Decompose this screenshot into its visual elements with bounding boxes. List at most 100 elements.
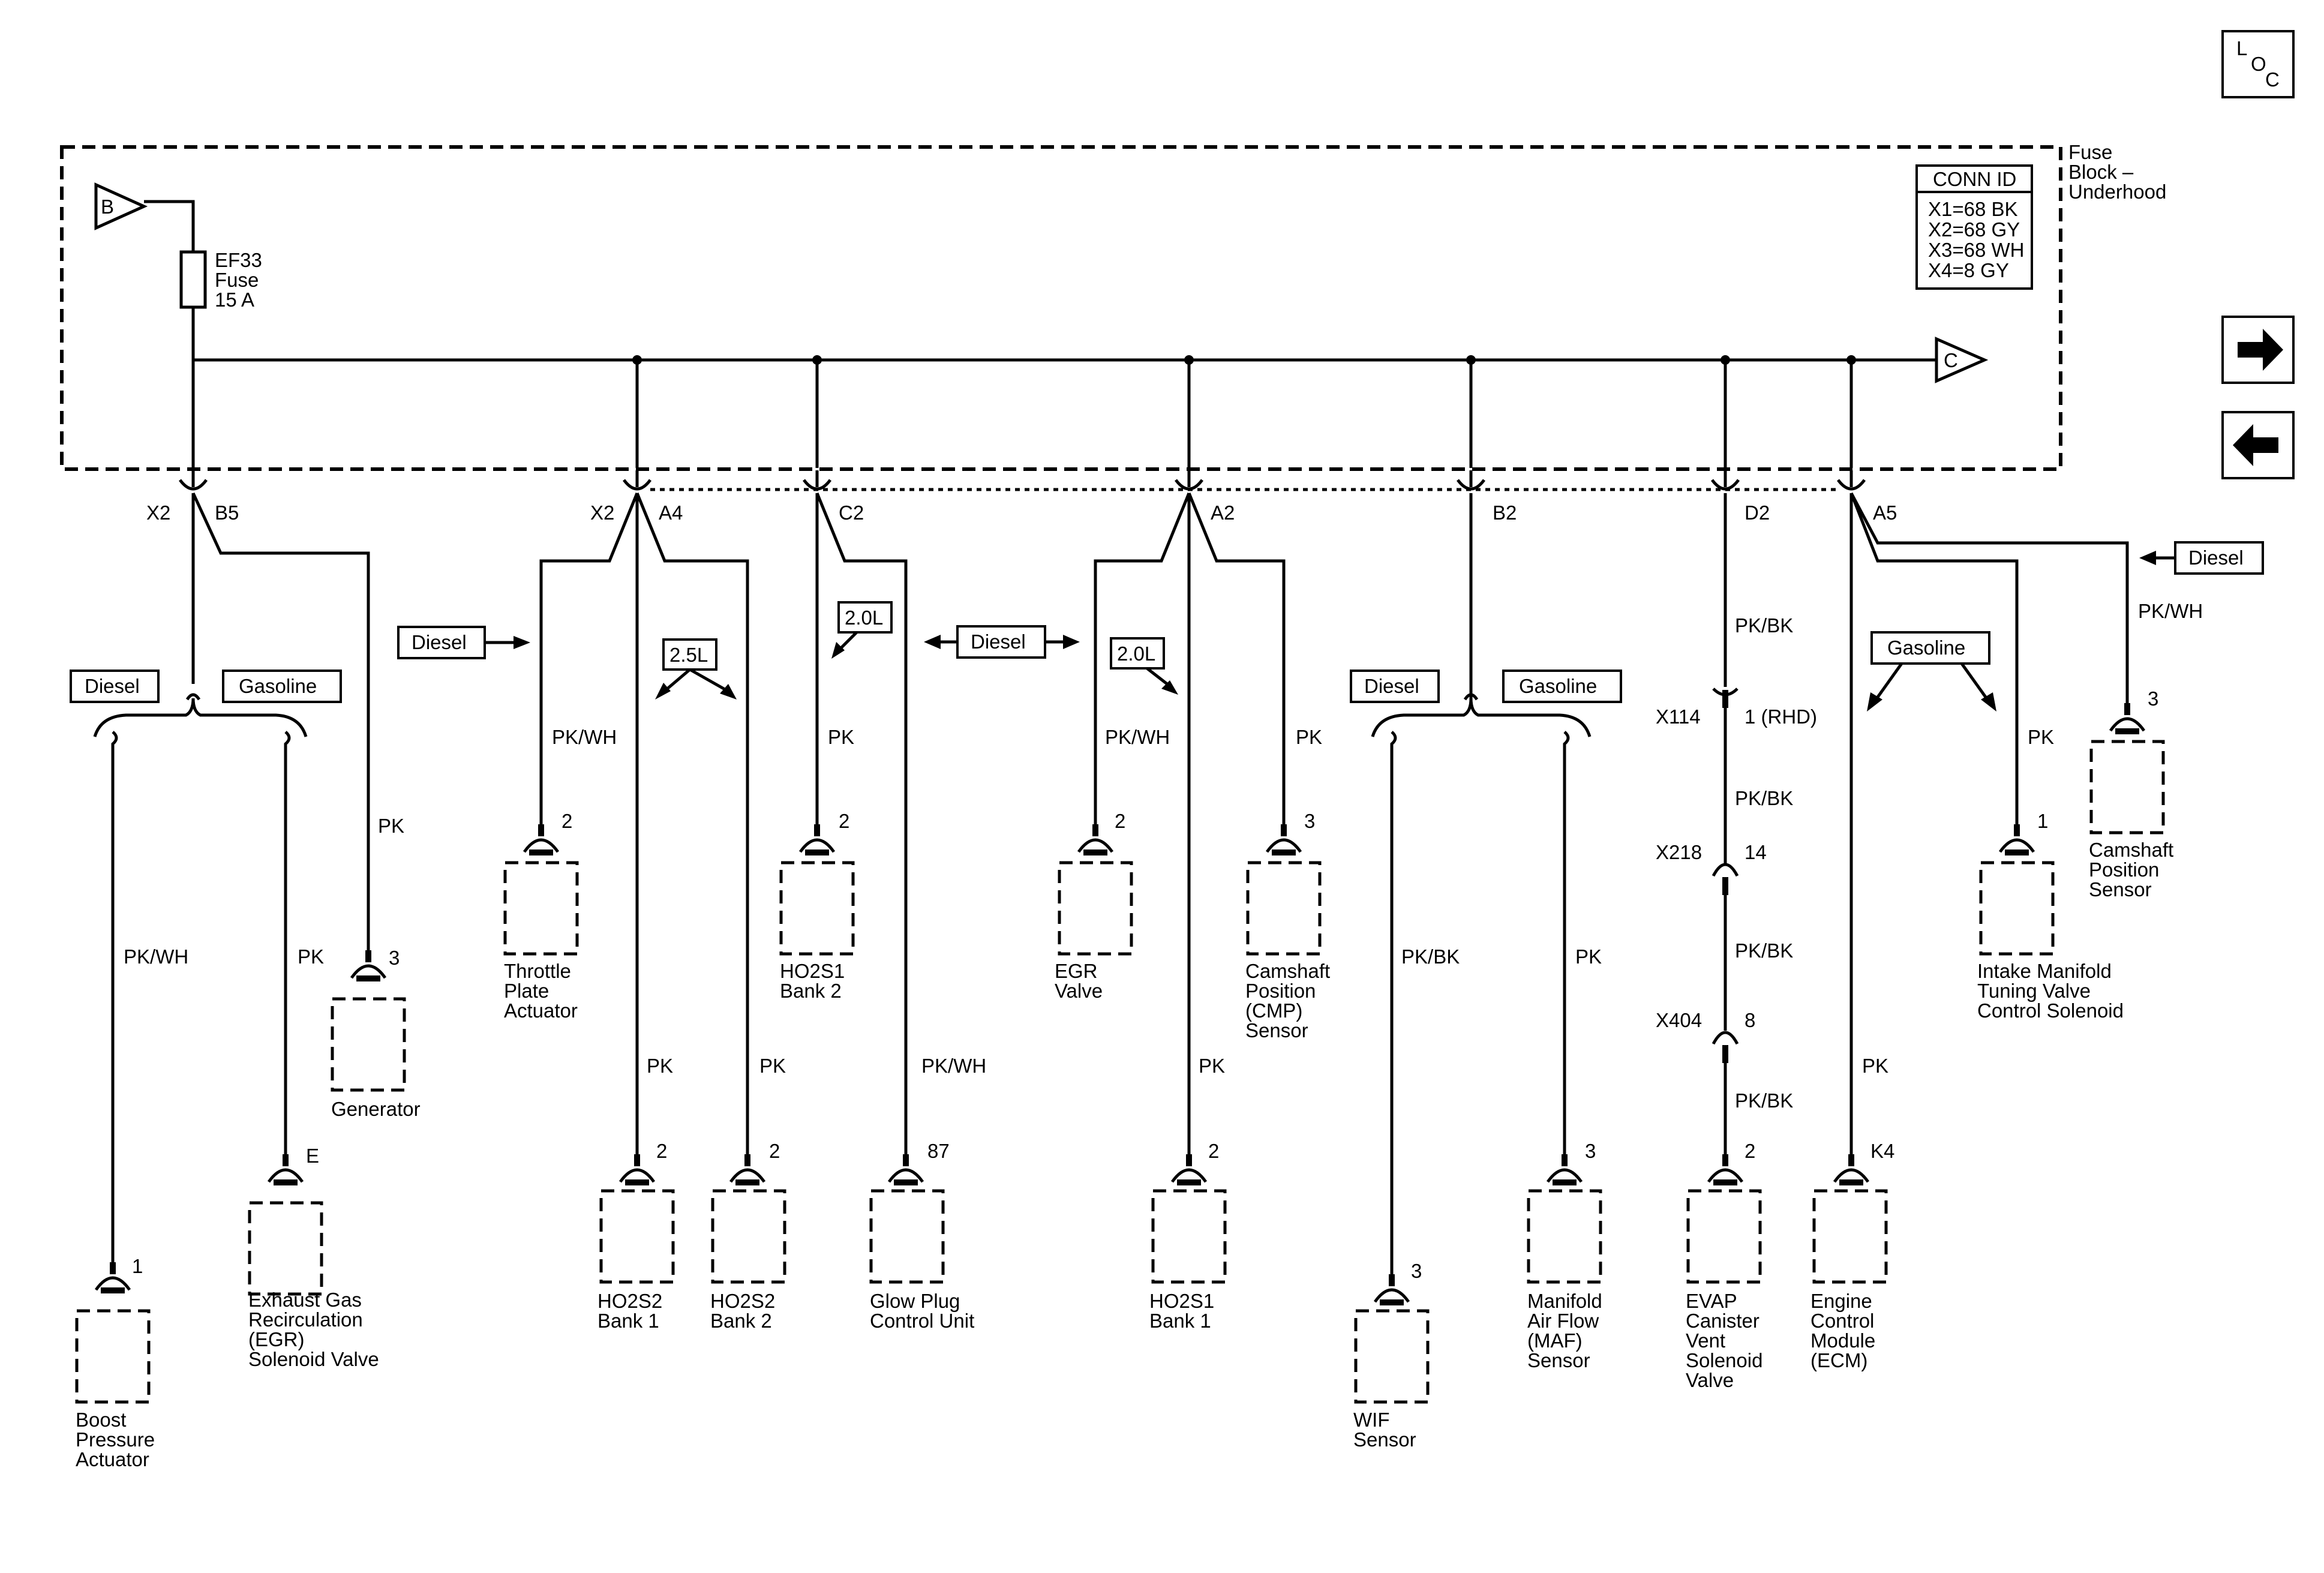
- opt-gasoline-1: Gasoline: [239, 675, 317, 697]
- ho2s1b1-pin: 2: [1208, 1140, 1219, 1162]
- component-ho2s1-bank1: [1151, 1154, 1227, 1284]
- wire-pkwh-glow: PK/WH: [921, 1055, 986, 1077]
- fuse-block-label-2: Block –: [2068, 161, 2134, 183]
- egr-sol-label-2: Recirculation: [248, 1308, 363, 1331]
- ecm-label-4: (ECM): [1810, 1349, 1867, 1371]
- pin-a4: A4: [659, 502, 683, 524]
- loc-button[interactable]: L O C: [2221, 30, 2295, 98]
- ho2s2b2-label-2: Bank 2: [710, 1310, 772, 1332]
- loc-l: L: [2236, 37, 2247, 59]
- boost-label-3: Actuator: [76, 1448, 149, 1470]
- fuse-block-outline: [60, 145, 2062, 471]
- maf-label-3: (MAF): [1527, 1329, 1583, 1352]
- evap-label-2: Canister: [1686, 1310, 1759, 1332]
- egr-sol-pin: E: [306, 1145, 319, 1167]
- egr-sol-label-3: (EGR): [248, 1328, 305, 1350]
- ho2s1b1-label-2: Bank 1: [1149, 1310, 1211, 1332]
- generator-pin: 3: [389, 947, 400, 969]
- ho2s1b2-pin: 2: [839, 810, 849, 832]
- option-gasoline-3: Gasoline: [1867, 631, 1996, 712]
- wire-pk-cmp: PK: [1296, 726, 1322, 748]
- fuse-ef33: [179, 250, 207, 309]
- component-camshaft-position-sensor-diesel: [2089, 703, 2165, 834]
- pin-x2-1: X2: [146, 502, 170, 524]
- egr-sol-label-4: Solenoid Valve: [248, 1348, 379, 1370]
- previous-page-button[interactable]: [2221, 411, 2295, 479]
- ecm-pin: K4: [1870, 1140, 1894, 1162]
- wire-pkbk-4: PK/BK: [1735, 1089, 1793, 1112]
- ho2s2b1-label-1: HO2S2: [597, 1290, 662, 1312]
- egr-valve-label-2: Valve: [1055, 980, 1103, 1002]
- wire-pkwh-egr-valve: PK/WH: [1105, 726, 1170, 748]
- wire-pk-gen: PK: [378, 815, 404, 837]
- opt-20l-1: 2.0L: [845, 607, 883, 629]
- inline-x218: [1712, 863, 1739, 895]
- arrow-right-icon: [2238, 329, 2283, 371]
- ecm-label-1: Engine: [1810, 1290, 1872, 1312]
- boost-label-2: Pressure: [76, 1428, 155, 1451]
- wire-pk-ecm: PK: [1862, 1055, 1888, 1077]
- component-intake-manifold-tuning-valve: [1979, 824, 2055, 956]
- ho2s1b2-label-1: HO2S1: [780, 960, 845, 982]
- wire-pk-ho2s1b2: PK: [828, 726, 854, 748]
- option-diesel-gasoline-1: Diesel Gasoline: [70, 670, 342, 737]
- glow-pin: 87: [927, 1140, 950, 1162]
- ho2s2b2-pin: 2: [769, 1140, 780, 1162]
- option-20l-1: 2.0L: [831, 601, 893, 659]
- cam-diesel-pin: 3: [2148, 688, 2158, 710]
- cmp-label-3: (CMP): [1245, 999, 1302, 1022]
- conn-id-x2: X2=68 GY: [1928, 218, 2020, 241]
- generator-label: Generator: [331, 1098, 421, 1120]
- conn-id-x1: X1=68 BK: [1928, 198, 2018, 220]
- loc-c: C: [2265, 68, 2280, 91]
- source-c-label: C: [1944, 349, 1958, 371]
- wif-label-1: WIF: [1353, 1409, 1389, 1431]
- inline-x218-pin: 14: [1744, 841, 1767, 863]
- opt-diesel-1: Diesel: [85, 675, 140, 697]
- cmp-label-4: Sensor: [1245, 1019, 1308, 1041]
- source-c-output: C: [1935, 337, 1989, 383]
- boost-label-1: Boost: [76, 1409, 126, 1431]
- pin-x2-2: X2: [590, 502, 614, 524]
- fuse-label-3: 15 A: [215, 289, 254, 311]
- component-glow-plug-control-unit: [869, 1154, 945, 1284]
- battery-source-b: B: [94, 182, 148, 230]
- wire-pkbk-wif: PK/BK: [1401, 945, 1460, 968]
- throttle-label-1: Throttle: [504, 960, 571, 982]
- component-wif-sensor: [1354, 1274, 1430, 1404]
- opt-diesel-5: Diesel: [2188, 547, 2244, 569]
- option-25l: 2.5L: [655, 638, 737, 700]
- inline-x114-pin: 1 (RHD): [1744, 706, 1817, 728]
- option-diesel-3: Diesel: [2139, 541, 2264, 575]
- component-egr-valve: [1058, 824, 1133, 956]
- evap-label-3: Vent: [1686, 1329, 1725, 1352]
- fuse-label-2: Fuse: [215, 269, 259, 291]
- option-diesel-1: Diesel: [397, 626, 530, 659]
- source-b-label: B: [101, 196, 114, 218]
- pin-a2: A2: [1211, 502, 1235, 524]
- ho2s1b1-label-1: HO2S1: [1149, 1290, 1214, 1312]
- ho2s1b2-label-2: Bank 2: [780, 980, 842, 1002]
- throttle-pin: 2: [562, 810, 572, 832]
- egr-sol-label-1: Exhaust Gas: [248, 1289, 362, 1311]
- component-ho2s2-bank2: [711, 1154, 786, 1284]
- maf-label-1: Manifold: [1527, 1290, 1602, 1312]
- inline-x404-label: X404: [1656, 1009, 1702, 1031]
- opt-20l-2: 2.0L: [1117, 643, 1155, 665]
- conn-id-x3: X3=68 WH: [1928, 239, 2025, 261]
- ho2s2b2-label-1: HO2S2: [710, 1290, 775, 1312]
- component-cmp-sensor: [1246, 824, 1322, 956]
- ho2s2b1-label-2: Bank 1: [597, 1310, 659, 1332]
- component-maf-sensor: [1527, 1154, 1602, 1284]
- component-ho2s1-bank2: [779, 824, 855, 956]
- next-page-button[interactable]: [2221, 316, 2295, 384]
- inline-x114-label: X114: [1656, 706, 1701, 728]
- inline-x404: [1712, 1031, 1739, 1063]
- cmp-pin: 3: [1304, 810, 1315, 832]
- component-ho2s2-bank1: [599, 1154, 675, 1284]
- wire-pkbk-2: PK/BK: [1735, 787, 1793, 809]
- component-throttle-plate-actuator: [503, 824, 579, 956]
- wire-pkbk-1: PK/BK: [1735, 614, 1793, 637]
- throttle-label-2: Plate: [504, 980, 549, 1002]
- imtv-pin: 1: [2037, 810, 2048, 832]
